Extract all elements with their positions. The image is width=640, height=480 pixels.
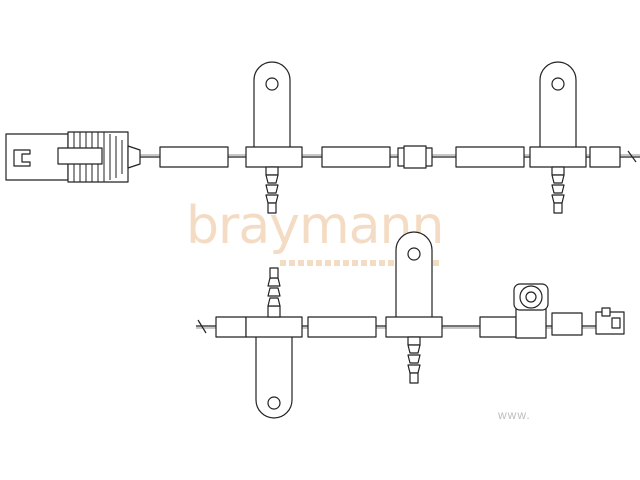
cable-grommet [513,283,549,339]
mounting-clip [245,267,303,419]
mounting-clip [529,61,587,214]
cable-sleeve [551,312,583,336]
bottom-cable-assembly [196,231,625,419]
cable-sleeve [215,316,247,338]
sensor-probe [595,307,625,335]
top-cable-assembly [5,61,640,214]
mounting-clip [385,231,443,384]
connector-plug [5,131,141,183]
cable-sleeve [307,316,377,338]
url-watermark: www. [498,408,531,422]
cable-sleeve [321,146,391,168]
cable-sleeve [159,146,229,168]
cable-sleeve [455,146,525,168]
cable-sleeve [589,146,621,168]
cable-sleeve [479,316,517,338]
mounting-clip [245,61,303,214]
watermark-underline [280,260,440,266]
